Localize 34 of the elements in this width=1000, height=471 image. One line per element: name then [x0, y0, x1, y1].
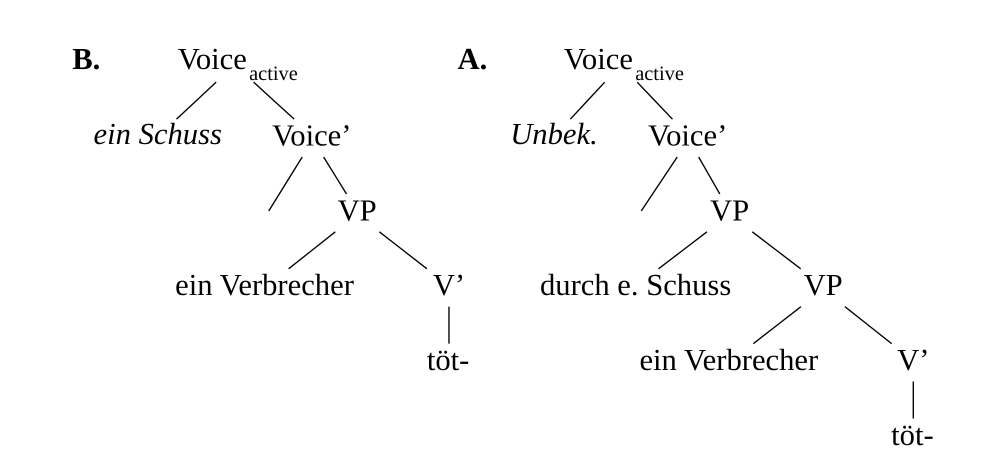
node-text: V’ — [897, 342, 930, 377]
node-text: VP — [710, 193, 750, 228]
node-text: Voice’ — [272, 118, 352, 152]
connector — [912, 382, 914, 418]
connector — [288, 231, 336, 270]
connector — [658, 231, 708, 270]
node-text: Voice$_{active}$ — [564, 42, 684, 85]
connector — [752, 231, 802, 270]
connector — [378, 231, 428, 270]
connector — [323, 156, 348, 194]
connector — [448, 306, 450, 344]
connector — [176, 82, 217, 120]
connector — [844, 306, 892, 344]
node-text: Voice’ — [648, 118, 728, 152]
connector — [570, 82, 606, 120]
connector — [253, 82, 295, 120]
node-text: durch e. Schuss — [540, 268, 732, 302]
node-text: ein Schuss — [94, 116, 222, 151]
node-text: Voice$_{active}$ — [178, 42, 298, 85]
connector — [752, 306, 802, 344]
node-text: töt- — [891, 418, 934, 452]
label: A. — [457, 42, 488, 76]
node-text: VP — [804, 268, 843, 302]
node-text: ein Verbrecher — [639, 342, 818, 377]
node-text: V’ — [432, 268, 466, 302]
connector — [698, 156, 720, 194]
node-text: ein Verbrecher — [175, 268, 354, 302]
label: B. — [72, 42, 100, 76]
node-text: töt- — [426, 342, 470, 377]
connector — [640, 156, 678, 212]
connector — [268, 156, 303, 212]
connector — [636, 82, 673, 120]
node-text: VP — [338, 193, 377, 228]
node-text: Unbek. — [510, 116, 598, 151]
